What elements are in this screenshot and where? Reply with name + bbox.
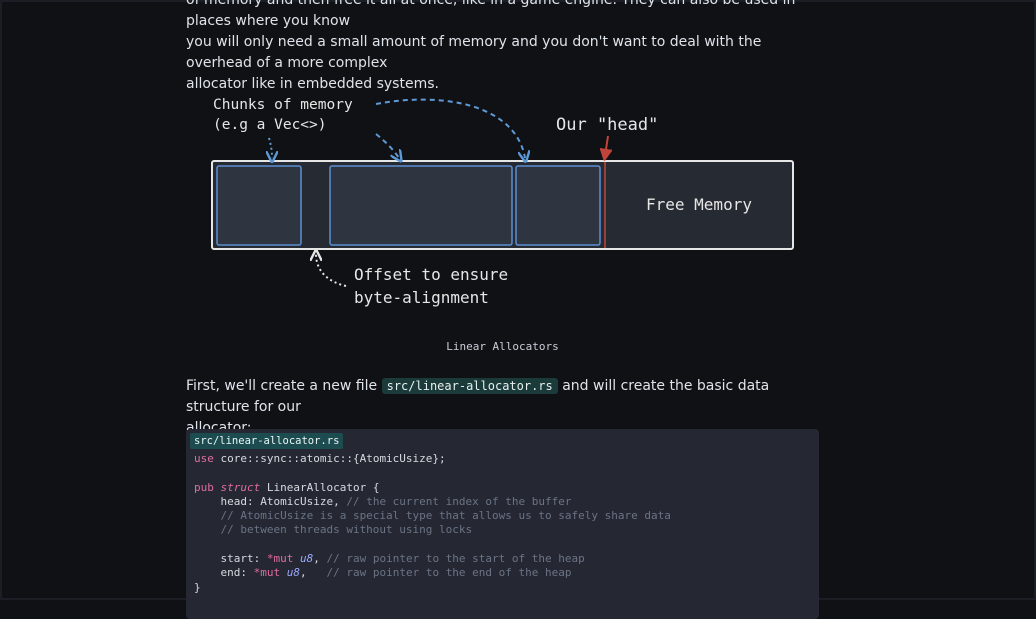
code-line-8: start: *mut u8, // raw pointer to the st… <box>194 552 585 566</box>
code-line-6: // between threads without using locks <box>194 523 473 537</box>
code-line-4: head: AtomicUsize, // the current index … <box>194 494 572 508</box>
head-label: Our "head" <box>556 115 658 135</box>
code-line-1: use core::sync::atomic::{AtomicUsize}; <box>194 452 446 465</box>
intro-paragraph: of memory and then free it all at once, … <box>186 0 819 95</box>
intro-line-1: of memory and then free it all at once, … <box>186 0 796 29</box>
arrow-to-chunk-1 <box>269 137 272 158</box>
offset-label-1: Offset to ensure <box>354 265 508 284</box>
create-file-paragraph: First, we'll create a new file src/linea… <box>186 376 819 439</box>
intro-line-3: allocator like in embedded systems. <box>186 76 439 92</box>
create-file-text-after: and will create the basic data structure… <box>186 378 770 415</box>
figure-caption: Linear Allocators <box>446 340 559 353</box>
code-line-3: pub struct LinearAllocator { <box>194 480 380 494</box>
code-lines: use core::sync::atomic::{AtomicUsize}; p… <box>194 452 671 595</box>
offset-label-2: byte-alignment <box>354 288 489 307</box>
free-memory-label: Free Memory <box>646 195 752 214</box>
arrow-to-chunk-2 <box>375 133 399 158</box>
arrow-to-head <box>605 135 608 156</box>
code-line-10: } <box>194 580 201 594</box>
memory-chunk-3 <box>515 165 601 246</box>
linear-allocator-diagram: Chunks of memory (e.g a Vec<>) Our "head… <box>186 86 819 316</box>
diagram-svg: Chunks of memory (e.g a Vec<>) Our "head… <box>211 97 794 307</box>
create-file-line-1: First, we'll create a new file src/linea… <box>186 376 819 418</box>
intro-line-2: you will only need a small amount of mem… <box>186 34 762 71</box>
code-block[interactable]: src/linear-allocator.rs use core::sync::… <box>186 429 819 619</box>
arrow-to-chunk-3 <box>375 98 525 158</box>
inline-code-filename: src/linear-allocator.rs <box>381 378 558 394</box>
code-line-5: // AtomicUsize is a special type that al… <box>194 509 671 523</box>
chunks-label-1: Chunks of memory <box>213 97 353 113</box>
arrow-to-offset-gap <box>316 254 347 287</box>
chunks-label-2: (e.g a Vec<>) <box>213 117 327 133</box>
code-line-9: end: *mut u8, // raw pointer to the end … <box>194 566 572 580</box>
create-file-text-before: First, we'll create a new file <box>186 378 382 394</box>
memory-chunk-2 <box>329 165 513 246</box>
memory-chunk-1 <box>216 165 302 246</box>
code-filename-tag: src/linear-allocator.rs <box>190 433 344 450</box>
